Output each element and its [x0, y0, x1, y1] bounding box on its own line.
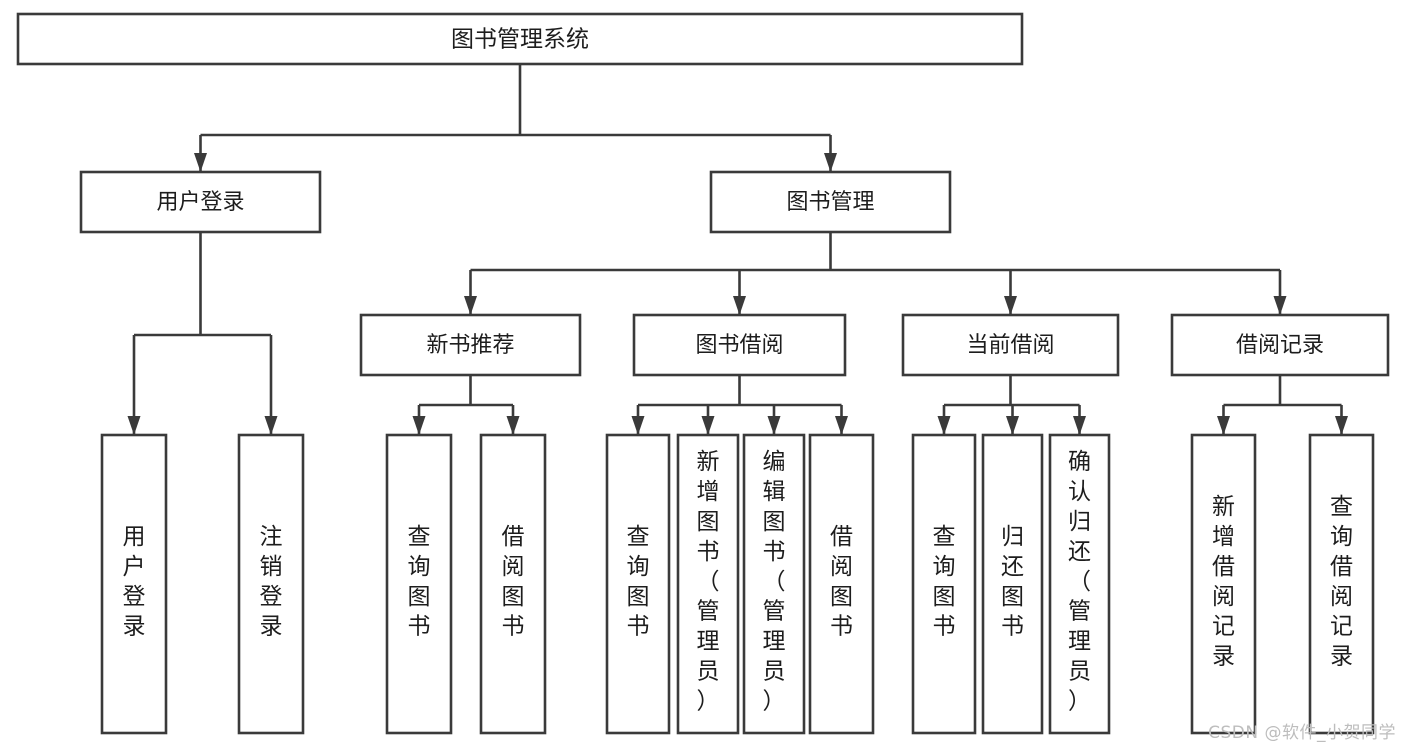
node-leaf-borrow-query[interactable]: 查询图书 [605, 433, 671, 735]
node-box[interactable] [901, 313, 1120, 377]
node-box[interactable] [981, 433, 1044, 735]
node-box[interactable] [100, 433, 168, 735]
node-label: 用户登录 [123, 524, 146, 640]
arrow-head-icon [127, 416, 141, 435]
node-box[interactable] [1308, 433, 1375, 735]
csdn-watermark: CSDN @软件_小贺同学 [1208, 723, 1396, 743]
arrow-head-icon [767, 416, 781, 435]
node-borrow-record[interactable]: 借阅记录 [1170, 313, 1390, 377]
node-leaf-user-login[interactable]: 用户登录 [100, 433, 168, 735]
node-label: 图书管理系统 [451, 27, 589, 53]
node-label: 新书推荐 [426, 333, 514, 358]
node-label: 借阅图书 [502, 524, 525, 640]
node-label: 图书管理 [786, 190, 874, 215]
node-box[interactable] [359, 313, 582, 377]
node-box[interactable] [709, 170, 952, 234]
node-leaf-user-logout[interactable]: 注销登录 [237, 433, 305, 735]
node-label: 新增借阅记录 [1212, 494, 1235, 670]
arrow-head-icon [264, 416, 278, 435]
node-box[interactable] [1048, 433, 1111, 735]
node-label: 用户登录 [156, 190, 244, 215]
node-box[interactable] [676, 433, 740, 735]
edge-currentborrow-to-leaves [937, 375, 1086, 435]
node-label: 查询图书 [408, 524, 431, 640]
arrow-head-icon [1073, 416, 1086, 435]
node-label: 图书借阅 [695, 333, 783, 358]
node-leaf-rec-query[interactable]: 查询图书 [385, 433, 453, 735]
node-new-book-rec[interactable]: 新书推荐 [359, 313, 582, 377]
node-leaf-cur-return[interactable]: 归还图书 [981, 433, 1044, 735]
node-box[interactable] [605, 433, 671, 735]
node-box[interactable] [479, 433, 547, 735]
node-leaf-borrow-do[interactable]: 借阅图书 [808, 433, 875, 735]
node-book-manage[interactable]: 图书管理 [709, 170, 952, 234]
node-leaf-rec-search[interactable]: 查询借阅记录 [1308, 433, 1375, 735]
arrow-head-icon [194, 153, 207, 172]
arrow-head-icon [835, 416, 848, 435]
edges-layer [127, 64, 1348, 435]
edge-bookmanage-to-level2 [464, 232, 1287, 315]
arrow-head-icon [701, 416, 715, 435]
node-box[interactable] [79, 170, 322, 234]
node-label: 归还图书 [1001, 524, 1024, 640]
arrow-head-icon [937, 416, 951, 435]
arrow-head-icon [631, 416, 645, 435]
nodes-layer: 图书管理系统用户登录图书管理新书推荐图书借阅当前借阅借阅记录用户登录注销登录查询… [16, 12, 1390, 735]
node-current-borrow[interactable]: 当前借阅 [901, 313, 1120, 377]
edge-newbookrec-to-leaves [412, 375, 520, 435]
node-box[interactable] [385, 433, 453, 735]
node-box[interactable] [237, 433, 305, 735]
arrow-head-icon [1006, 416, 1019, 435]
arrow-head-icon [412, 416, 426, 435]
node-leaf-borrow-edit[interactable]: 编辑图书（管理员） [742, 433, 806, 735]
node-box[interactable] [742, 433, 806, 735]
node-label: 查询图书 [627, 524, 650, 640]
arrow-head-icon [824, 153, 837, 172]
node-root[interactable]: 图书管理系统 [16, 12, 1024, 66]
arrow-head-icon [1273, 296, 1287, 315]
node-box[interactable] [16, 12, 1024, 66]
node-label: 借阅图书 [830, 524, 853, 640]
edge-bookborrow-to-leaves [631, 375, 848, 435]
node-box[interactable] [808, 433, 875, 735]
node-leaf-rec-add[interactable]: 新增借阅记录 [1190, 433, 1257, 735]
node-box[interactable] [632, 313, 847, 377]
node-leaf-borrow-add[interactable]: 新增图书（管理员） [676, 433, 740, 735]
arrow-head-icon [733, 296, 746, 315]
node-label: 新增图书（管理员） [697, 449, 720, 714]
node-label: 借阅记录 [1236, 333, 1324, 358]
node-label: 查询借阅记录 [1330, 494, 1353, 670]
node-leaf-cur-confirm[interactable]: 确认归还（管理员） [1048, 433, 1111, 735]
node-label: 查询图书 [933, 524, 956, 640]
node-leaf-rec-borrow[interactable]: 借阅图书 [479, 433, 547, 735]
node-label: 当前借阅 [966, 333, 1054, 358]
node-label: 确认归还（管理员） [1068, 449, 1091, 714]
arrow-head-icon [506, 416, 520, 435]
node-box[interactable] [911, 433, 977, 735]
arrow-head-icon [464, 296, 477, 315]
node-user-login[interactable]: 用户登录 [79, 170, 322, 234]
node-book-borrow[interactable]: 图书借阅 [632, 313, 847, 377]
node-label: 编辑图书（管理员） [763, 449, 786, 714]
edge-borrowrecord-to-leaves [1217, 375, 1348, 435]
node-leaf-cur-query[interactable]: 查询图书 [911, 433, 977, 735]
edge-root-to-level1 [194, 64, 837, 172]
arrow-head-icon [1004, 296, 1017, 315]
arrow-head-icon [1217, 416, 1230, 435]
edge-userlogin-to-leaves [127, 232, 278, 435]
node-box[interactable] [1190, 433, 1257, 735]
node-label: 注销登录 [260, 524, 283, 640]
arrow-head-icon [1335, 416, 1348, 435]
node-box[interactable] [1170, 313, 1390, 377]
